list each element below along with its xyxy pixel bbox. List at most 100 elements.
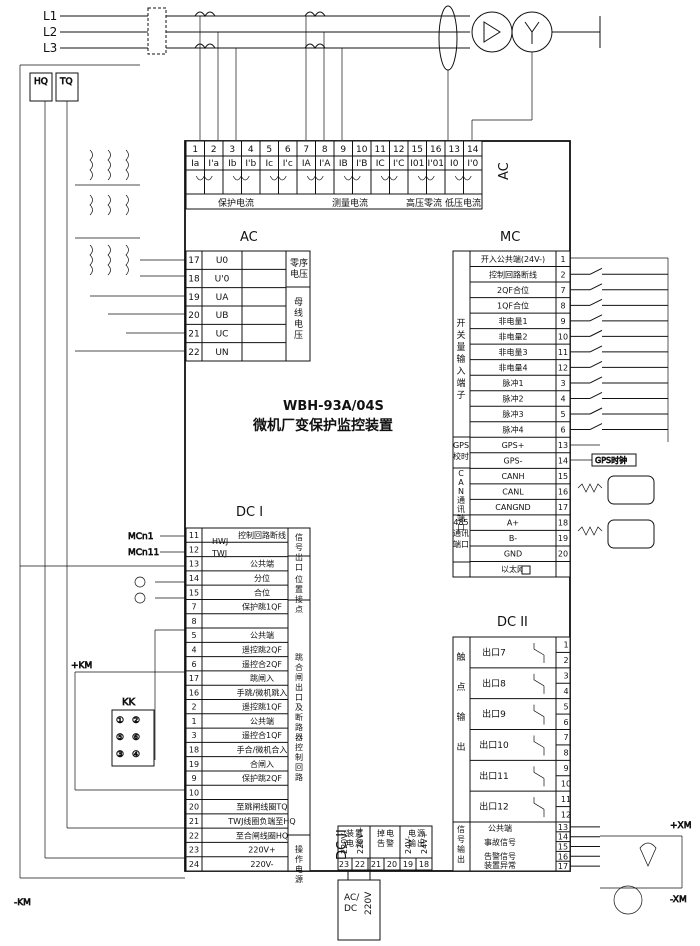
ac-top-label: AC xyxy=(497,162,512,180)
ac-top-terminal-name: I0 xyxy=(450,159,459,169)
dc2-top-group-char: 电 xyxy=(386,828,394,838)
dc1-terminal-number: 8 xyxy=(191,617,196,626)
dc2-top-terminal-label: 220V+ xyxy=(356,827,365,854)
dc2-sig-side-char: 信 xyxy=(457,824,465,834)
dc2-side-label-char: 触 xyxy=(456,651,465,663)
dc2-top-group-char: 装 xyxy=(346,828,354,838)
dc1-terminal-name: 至合闸线圈HQ xyxy=(236,830,288,840)
dc1-terminal-name: 保护跳2QF xyxy=(242,773,282,783)
ac-top-terminal-name: Ib xyxy=(228,159,237,169)
mc-terminal-number: 8 xyxy=(560,301,565,310)
ac-top-terminal-name: I'A xyxy=(319,159,331,169)
dc1-terminal-name: 遥控合2QF xyxy=(242,659,282,669)
ac-left-terminal-name: UA xyxy=(216,293,230,303)
dc1-terminal-name: 公共端 xyxy=(250,630,274,640)
device-name: 微机厂变保护监控装置 xyxy=(252,417,393,434)
dc2-output-terminal-number: 1 xyxy=(563,641,568,650)
dc2-signal-terminal-number: 17 xyxy=(558,862,568,871)
dc1-external-wiring: ① ② ⑤ ⑥ ③ ④ KK +KM -KM MCn1 MCn11 xyxy=(14,532,185,908)
mc-terminal-name: A+ xyxy=(507,519,519,528)
input-contact-symbol xyxy=(589,407,603,415)
device-model: WBH-93A/04S xyxy=(283,399,384,414)
dc2-output-terminal-number: 2 xyxy=(563,656,568,665)
mc-terminal-number: 6 xyxy=(560,426,565,435)
dc1-side-label-char: 点 xyxy=(295,605,303,614)
mcn11-label: MCn11 xyxy=(128,548,159,558)
tq-label: TQ xyxy=(59,77,73,87)
ac-top-terminal-number: 13 xyxy=(449,145,460,155)
mc-terminal-name: 非电量3 xyxy=(498,347,527,357)
hq-label: HQ xyxy=(34,77,48,87)
dc2-signal-name: 装置异常 xyxy=(484,860,516,870)
input-contact-symbol xyxy=(589,314,603,322)
dc1-terminal-number: 4 xyxy=(191,645,196,654)
mc-terminal-name: 脉冲2 xyxy=(502,393,523,403)
ac-left-terminal-number: 19 xyxy=(188,293,200,303)
mc-terminal-name: GND xyxy=(504,550,522,559)
dc2-top-terminal-label: 220V- xyxy=(340,831,349,854)
dc1-side-label-char: 器 xyxy=(295,733,303,742)
dc1-side-label-char: 口 xyxy=(295,563,303,572)
dc2-signal-terminal-number: 13 xyxy=(558,823,568,832)
kk-label: KK xyxy=(122,697,136,708)
xm-plus-label: +XM xyxy=(670,821,691,831)
mc-side-label-char: 子 xyxy=(456,390,465,401)
dc2-output-terminal-number: 4 xyxy=(563,687,568,696)
dc1-terminal-name: 手跳/微机跳入 xyxy=(237,687,288,697)
horn-icon xyxy=(639,842,657,867)
mc-terminal-number: 10 xyxy=(558,332,568,341)
dc2-sig-side-char: 号 xyxy=(457,835,465,844)
dc1-terminal-number: 15 xyxy=(189,588,199,597)
gps-clock-label: GPS时钟 xyxy=(595,455,627,465)
dc2-top-terminal-label: 24V- xyxy=(404,836,413,854)
mc-terminal-name: GPS- xyxy=(504,457,523,466)
mc-terminal-name: 2QF合位 xyxy=(497,285,529,295)
ac-left-terminal-name: U0 xyxy=(216,256,229,266)
dc2-right-title: DC II xyxy=(497,615,528,630)
dc1-terminal-number: 5 xyxy=(191,631,196,640)
dc1-terminal-name: 遥控跳2QF xyxy=(242,644,282,654)
ac-top-terminal-name: I01 xyxy=(410,159,424,169)
dc1-side-label-char: 出 xyxy=(295,552,303,562)
dc2-top-group-char: 源 xyxy=(417,829,425,838)
ac-top-terminal-number: 12 xyxy=(393,145,404,155)
dc2-output-name: 出口10 xyxy=(479,739,509,751)
bus-lines: L1 L2 L3 xyxy=(43,5,601,140)
mc-terminal-number: 14 xyxy=(558,457,568,466)
ac-top-terminal-number: 6 xyxy=(285,145,291,155)
mc-terminal-number: 7 xyxy=(560,286,565,295)
relay-contact-symbol xyxy=(533,643,545,663)
dc2-supply-220: 220V xyxy=(364,891,374,915)
relay-contact-symbol xyxy=(533,704,545,725)
ac-top-terminal-name: I'0 xyxy=(467,159,478,169)
input-contact-symbol xyxy=(589,298,603,306)
dc1-side-label-char: 出 xyxy=(295,682,303,692)
dc1-terminal-number: 22 xyxy=(189,831,199,840)
dc2-output-name: 出口12 xyxy=(479,801,508,813)
dc2-sig-side-char: 输 xyxy=(457,844,465,854)
ac-left-title: AC xyxy=(240,230,258,245)
mc-terminal-name: 1QF合位 xyxy=(497,300,529,310)
bus-label-l2: L2 xyxy=(43,25,57,39)
dc2-signal-name: 事故信号 xyxy=(484,837,516,847)
dc2-top-group-char: 电 xyxy=(346,838,354,848)
dc1-terminal-name: 合位 xyxy=(254,587,270,597)
input-contact-symbol xyxy=(589,267,603,275)
ac-top-terminal-name: I'01 xyxy=(427,159,444,169)
dc2-output-terminal-number: 10 xyxy=(561,779,571,788)
hwj-label: HWJ xyxy=(212,537,228,546)
ac-top-terminal-number: 3 xyxy=(229,145,235,155)
mc-terminal-number: 15 xyxy=(558,472,568,481)
dc1-side-label-char: 合 xyxy=(295,662,303,672)
mc-terminal-name: 以太网 xyxy=(501,564,525,574)
bus-label-l1: L1 xyxy=(43,9,57,23)
dc2-output-terminal-number: 6 xyxy=(563,718,568,727)
mc-can-label-char: 讯 xyxy=(457,505,465,514)
dc1-side-label-char: 作 xyxy=(295,854,303,864)
ac-left-terminal-name: UN xyxy=(215,348,228,358)
mc-side-label-char: 入 xyxy=(456,366,465,377)
dc2-top-group-char: 出 xyxy=(417,838,425,848)
ac-top-terminal-number: 4 xyxy=(248,145,254,155)
dc1-side-label-char: 及 xyxy=(295,703,303,712)
dc2-output-terminal-number: 9 xyxy=(563,764,568,773)
